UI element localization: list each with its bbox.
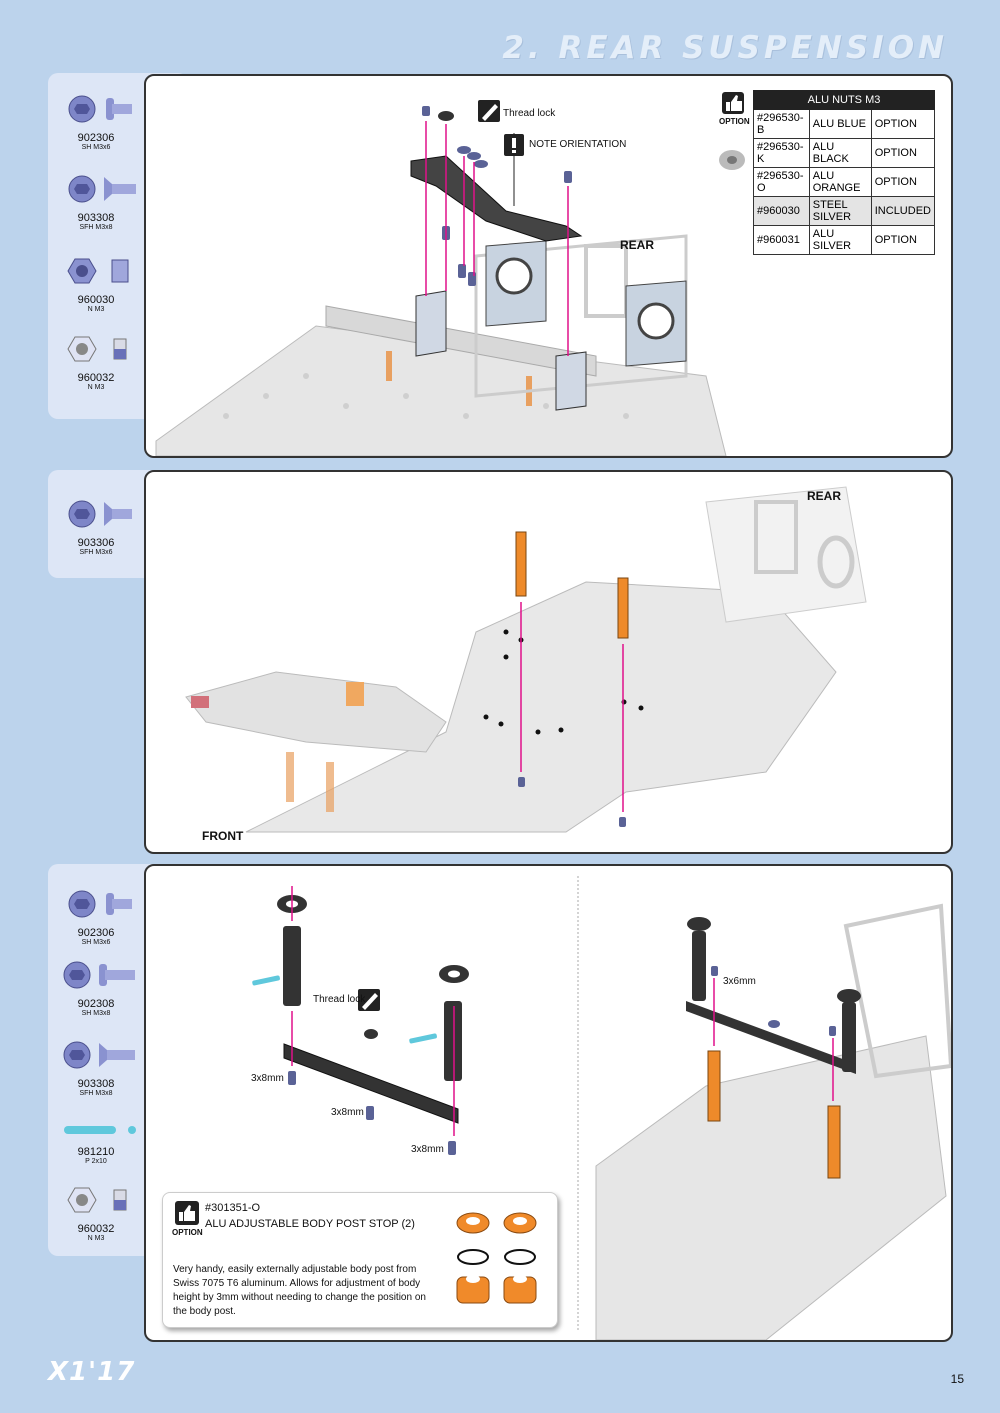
option-description: Very handy, easily externally adjustable… — [173, 1264, 426, 1317]
nylon-nut-icon — [67, 1187, 127, 1213]
part-903306: 903306 SFH M3x6 — [48, 498, 144, 557]
option-part-title: ALU ADJUSTABLE BODY POST STOP (2) — [205, 1218, 415, 1230]
table-title: ALU NUTS M3 — [753, 90, 935, 110]
thumbs-up-option-icon — [722, 92, 744, 114]
front-label: FRONT — [202, 829, 244, 843]
flat-head-screw-icon — [68, 500, 132, 528]
screw-size-label: 3x6mm — [723, 976, 756, 987]
socket-head-screw-icon — [63, 961, 135, 989]
section-title: 2. REAR SUSPENSION — [502, 30, 948, 66]
parts-sidebar-step3: 902306 SH M3x6 902308 SH M3x8 903308 SFH… — [48, 864, 188, 1256]
nut-icon — [67, 258, 129, 284]
thread-lock-icon — [358, 989, 380, 1011]
thread-lock-label: Thread lock — [313, 994, 366, 1005]
screw-size-label: 3x8mm — [411, 1144, 444, 1155]
steel-nut-image — [719, 150, 745, 170]
body-post-install-diagram — [185, 486, 867, 833]
orange-body-post-stops-image — [456, 1212, 537, 1304]
part-902308: 902308 SH M3x8 — [48, 959, 144, 1018]
rear-label: REAR — [620, 238, 655, 252]
part-903308: 903308 SFH M3x8 — [48, 1039, 144, 1098]
body-post-mount-diagram — [252, 876, 951, 1340]
part-903308: 903308 SFH M3x8 — [48, 173, 144, 232]
part-981210: 981210 P 2x10 — [48, 1119, 144, 1166]
option-label: OPTION — [172, 1228, 203, 1237]
warning-note-icon — [504, 134, 524, 156]
socket-head-screw-icon — [68, 890, 132, 918]
rear-suspension-assembly-diagram — [155, 92, 745, 456]
option-body-post-stop-box: OPTION #301351-O ALU ADJUSTABLE BODY POS… — [162, 1192, 558, 1328]
thumbs-up-option-icon — [175, 1201, 199, 1225]
part-902306: 902306 SH M3x6 — [48, 888, 144, 947]
note-orientation-label: NOTE ORIENTATION — [529, 139, 627, 150]
nylon-nut-icon — [67, 336, 127, 362]
brand-logo: X1'17 — [48, 1357, 136, 1387]
part-960030: 960030 N M3 — [48, 255, 144, 314]
step1-panel: Thread lock NOTE ORIENTATION REAR OPTION… — [144, 74, 953, 458]
flat-head-screw-icon — [63, 1041, 135, 1069]
option-label: OPTION — [719, 117, 750, 126]
part-960032: 960032 N M3 — [48, 333, 144, 392]
part-902306: 902306 SH M3x6 — [48, 93, 144, 152]
part-960032: 960032 N M3 — [48, 1184, 144, 1243]
screw-size-label: 3x8mm — [331, 1107, 364, 1118]
screw-size-label: 3x8mm — [251, 1073, 284, 1084]
step2-panel: REAR FRONT — [144, 470, 953, 854]
option-part-code: #301351-O — [205, 1202, 261, 1214]
rear-label: REAR — [807, 489, 842, 503]
page-number: 15 — [950, 1372, 964, 1386]
thread-lock-label: Thread lock — [503, 108, 556, 119]
pin-icon — [64, 1126, 136, 1134]
flat-head-screw-icon — [68, 175, 138, 203]
thread-lock-icon — [478, 100, 500, 122]
socket-head-screw-icon — [68, 95, 132, 123]
